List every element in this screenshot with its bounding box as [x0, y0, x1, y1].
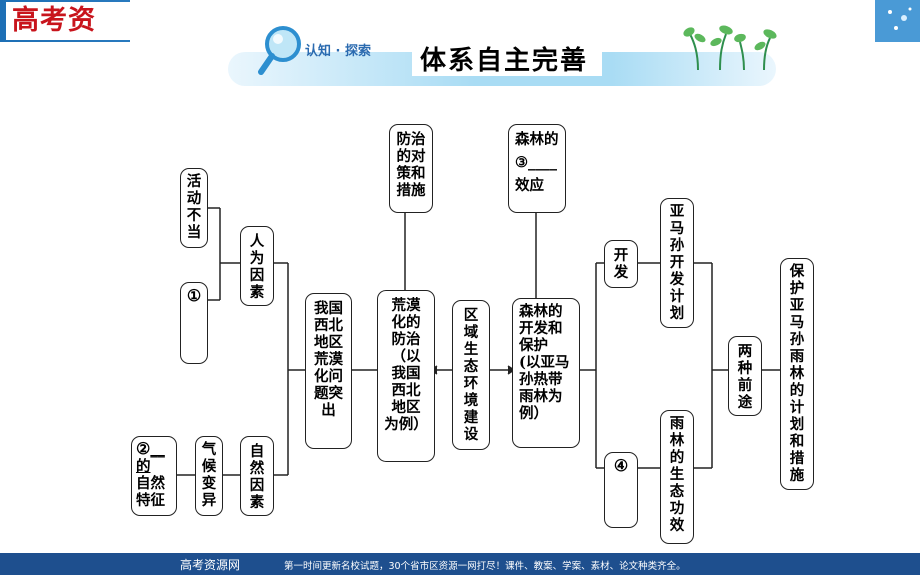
title-box: [412, 38, 602, 76]
node-protection-plan: 保护 亚马 孙雨 林的 计划 和措 施: [780, 258, 814, 490]
node-blank-1: ①: [180, 282, 208, 364]
sprout-icon: [683, 25, 777, 71]
node-northwest-problem: 我国西北 地区荒漠 化问题突 出: [305, 293, 352, 449]
node-natural-factors: 自然 因素: [240, 436, 274, 516]
magnifier-icon: [258, 26, 301, 75]
node-blank-2: ②__的 自然 特征: [131, 436, 177, 516]
sparkle-icon: [888, 7, 912, 30]
node-regional-eco-construction: 区域 生态 环境 建设: [452, 300, 490, 450]
node-development: 开发: [604, 240, 638, 288]
footer-site-name[interactable]: 高考资源网: [180, 558, 241, 572]
node-two-prospects: 两种 前途: [728, 336, 762, 416]
node-improper-activities: 活动 不当: [180, 168, 208, 248]
node-forest-effect: 森林的 ③____ 效应: [508, 124, 566, 213]
node-measures: 防治的对 策和措施: [389, 124, 433, 213]
node-desertification-control: 荒漠化的 防治（以 我国西北 地区为例）: [377, 290, 435, 462]
node-eco-function: 雨林 的生 态功 效: [660, 410, 694, 544]
brand-logo: 高考资: [6, 2, 130, 40]
node-forest-development: 森林的 开发和 保护 (以亚马 孙热带 雨林为 例）: [512, 298, 580, 448]
footer-slogan: 第一时间更新名校试题，30个省市区资源一网打尽！课件、教案、学案、素材、论文种类…: [284, 561, 686, 572]
node-blank-4: ④: [604, 452, 638, 528]
footer-bar: [0, 553, 920, 575]
top-right-panel: [875, 0, 920, 42]
node-amazon-plan: 亚马 孙开 发计 划: [660, 198, 694, 328]
section-sublabel: 认知 · 探索: [305, 44, 371, 59]
node-climate-variation: 气候 变异: [195, 436, 223, 516]
page-title: 体系自主完善: [420, 46, 589, 76]
node-human-factors: 人为 因素: [240, 226, 274, 306]
